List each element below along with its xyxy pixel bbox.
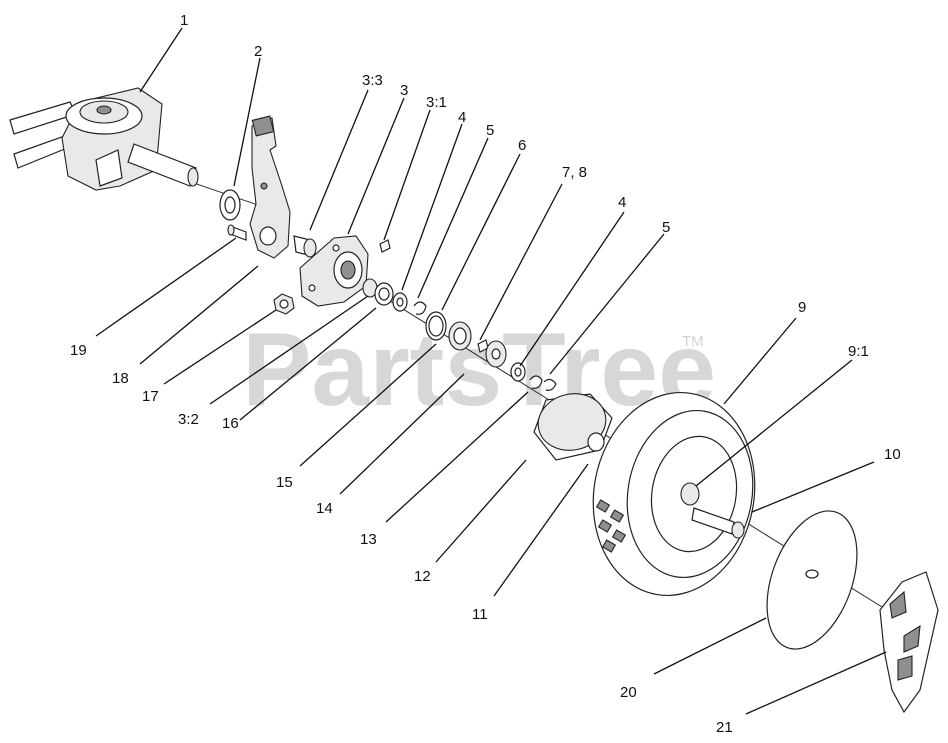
part-18-bracket[interactable] bbox=[249, 115, 291, 259]
callout-9: 9 bbox=[798, 299, 806, 316]
wheel-tread bbox=[595, 499, 627, 553]
callout-3-1: 3:1 bbox=[426, 94, 447, 111]
callout-18: 18 bbox=[112, 370, 129, 387]
part-16-bearing[interactable] bbox=[374, 282, 394, 306]
part-19-bolt[interactable] bbox=[227, 224, 247, 241]
part-4-washer-b[interactable] bbox=[510, 362, 526, 382]
part-17-nut[interactable] bbox=[273, 293, 295, 315]
callout-10: 10 bbox=[884, 446, 901, 463]
callout-20: 20 bbox=[620, 684, 637, 701]
callout-11: 11 bbox=[472, 606, 488, 623]
part-12-ring-gear[interactable] bbox=[533, 388, 613, 461]
callout-1: 1 bbox=[180, 12, 188, 29]
part-3-housing[interactable] bbox=[299, 235, 369, 307]
callout-13: 13 bbox=[360, 531, 377, 548]
callout-labels: 1 2 3:3 3 3:1 4 5 6 7, 8 4 5 9 9:1 10 19… bbox=[70, 12, 901, 736]
part-5-clip-b[interactable] bbox=[529, 375, 557, 391]
callout-7-8: 7, 8 bbox=[562, 164, 587, 181]
part-5-clip-a[interactable] bbox=[413, 301, 427, 315]
part-9-wheel[interactable] bbox=[578, 380, 771, 609]
part-21-cover[interactable] bbox=[879, 571, 939, 714]
callout-4-a: 4 bbox=[458, 109, 466, 126]
callout-5-b: 5 bbox=[662, 219, 670, 236]
callout-19: 19 bbox=[70, 342, 87, 359]
part-4-washer-a[interactable] bbox=[392, 292, 408, 312]
callout-14: 14 bbox=[316, 500, 333, 517]
part-6-seal[interactable] bbox=[425, 311, 447, 341]
watermark-trademark: TM bbox=[682, 333, 704, 350]
callout-9-1: 9:1 bbox=[848, 343, 869, 360]
callout-16: 16 bbox=[222, 415, 239, 432]
callout-5-a: 5 bbox=[486, 122, 494, 139]
callout-12: 12 bbox=[414, 568, 431, 585]
callout-3: 3 bbox=[400, 82, 408, 99]
part-20-hub-cap[interactable] bbox=[750, 499, 874, 662]
callout-3-3: 3:3 bbox=[362, 72, 383, 89]
leader-lines bbox=[95, 27, 887, 715]
callout-21: 21 bbox=[716, 719, 733, 736]
part-3-1-screw[interactable] bbox=[379, 239, 391, 253]
part-3-3-bushing[interactable] bbox=[293, 235, 317, 258]
callout-2: 2 bbox=[254, 43, 262, 60]
part-2-spacer[interactable] bbox=[219, 189, 241, 221]
part-7-8-pinion[interactable] bbox=[477, 339, 507, 368]
part-1-transmission[interactable] bbox=[9, 87, 199, 191]
callout-6: 6 bbox=[518, 137, 526, 154]
part-10-axle-bolt[interactable] bbox=[691, 507, 745, 539]
part-14-bearing[interactable] bbox=[448, 321, 472, 351]
callout-17: 17 bbox=[142, 388, 159, 405]
callout-4-b: 4 bbox=[618, 194, 626, 211]
callout-15: 15 bbox=[276, 474, 293, 491]
callout-3-2: 3:2 bbox=[178, 411, 199, 428]
